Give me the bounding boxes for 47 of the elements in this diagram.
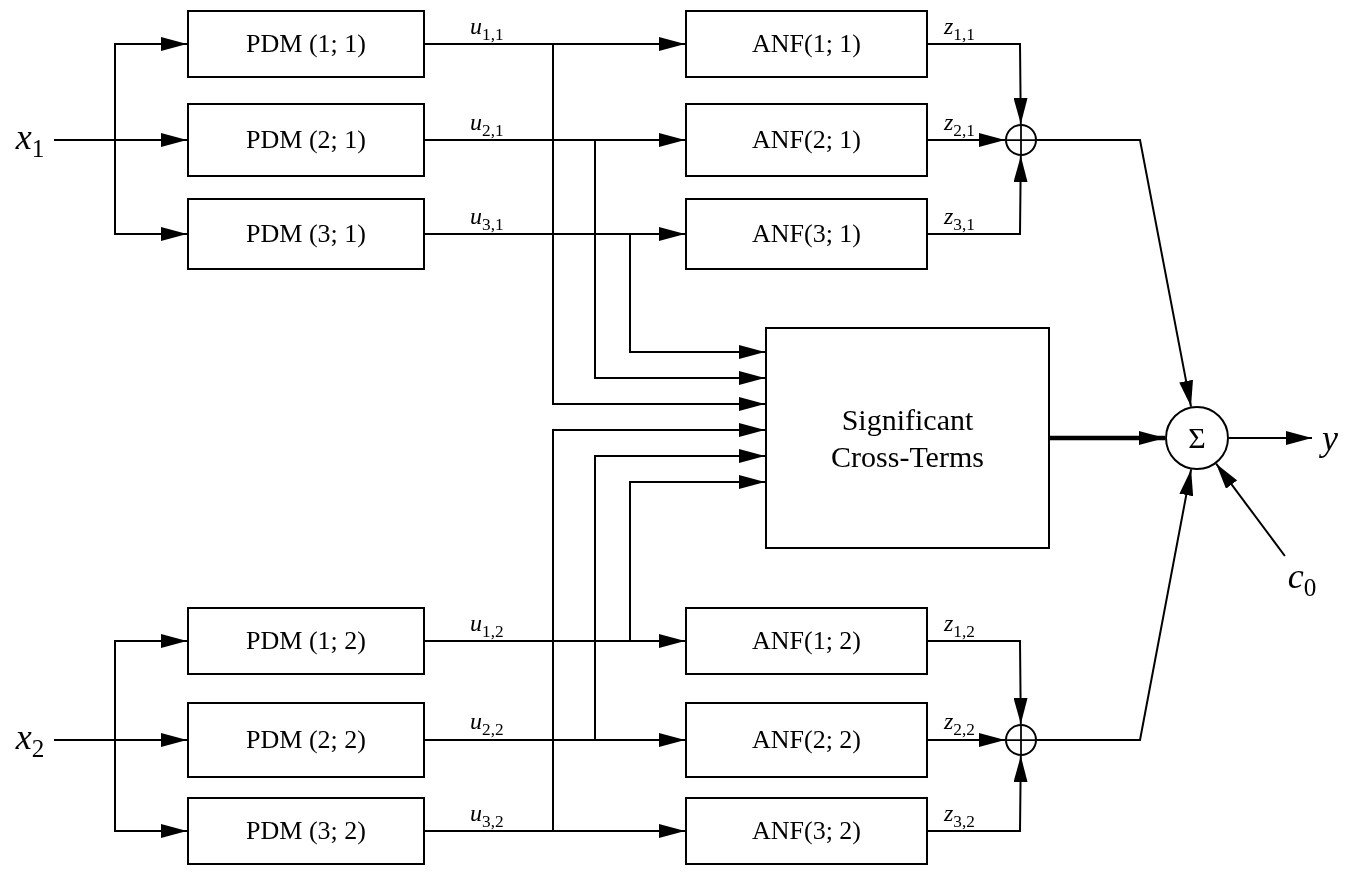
arrow <box>927 640 1028 725</box>
block-label: PDM (3; 2) <box>246 814 366 847</box>
block-box <box>187 198 425 270</box>
block-label: ANF(3; 1) <box>751 217 862 250</box>
block-box <box>187 702 425 778</box>
arrow <box>927 133 1006 147</box>
signal-label: y <box>1312 418 1348 458</box>
block-box <box>685 702 928 778</box>
block-label: ANF(2; 1) <box>751 123 862 156</box>
arrow <box>1228 431 1313 445</box>
arrow <box>927 755 1028 832</box>
signal-label: x$_{1}$ <box>6 116 54 164</box>
block-label: ANF(1; 2) <box>751 624 862 657</box>
arrow <box>1036 468 1194 741</box>
block-label: PDM (2; 1) <box>246 123 366 156</box>
block-box <box>187 797 425 865</box>
block-label: ANF(3; 2) <box>751 814 862 847</box>
block-box <box>685 103 928 177</box>
block-label: PDM (1; 1) <box>246 27 366 60</box>
block-box <box>187 607 425 675</box>
block-label: PDM (1; 2) <box>246 624 366 657</box>
adder-circle <box>1005 724 1037 756</box>
block-box <box>187 103 425 177</box>
block-label: PDM (2; 2) <box>246 723 366 756</box>
summing-node <box>1165 406 1229 470</box>
arrow <box>53 139 188 241</box>
block-box <box>685 797 928 865</box>
signal-label: x$_{2}$ <box>6 716 54 764</box>
block-box <box>685 198 928 270</box>
arrow <box>1036 139 1193 408</box>
block-label: ANF(1; 1) <box>751 27 862 60</box>
block-box <box>685 10 928 78</box>
sigma-symbol: Σ <box>1188 420 1206 457</box>
arrow <box>927 155 1028 235</box>
block-label: Significant Cross-Terms <box>830 401 985 475</box>
signal-label: c$_{0}$ <box>1276 556 1328 602</box>
block-box <box>765 327 1050 549</box>
block-box <box>187 10 425 78</box>
adder-circle <box>1005 124 1037 156</box>
block-label: PDM (3; 1) <box>246 217 366 250</box>
arrow <box>1050 431 1165 445</box>
arrow <box>927 43 1028 125</box>
arrow <box>53 739 188 838</box>
block-box <box>685 607 928 675</box>
block-label: ANF(2; 2) <box>751 723 862 756</box>
arrow <box>1215 462 1286 557</box>
arrow <box>927 733 1006 747</box>
